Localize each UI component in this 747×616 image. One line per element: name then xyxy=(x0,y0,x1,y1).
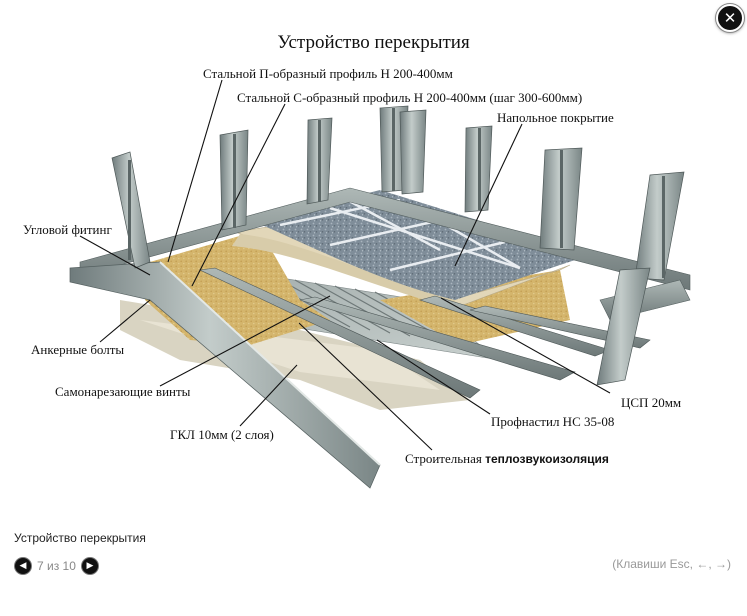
next-image-button[interactable]: ▶ xyxy=(81,558,98,574)
keyboard-hint: (Клавиши Esc, ←, →) xyxy=(612,557,731,571)
floor-structure-image: Устройство перекрытия Стальной П-образны… xyxy=(23,32,691,489)
close-icon: ✕ xyxy=(723,9,737,27)
label-self-tapping-screws: Самонарезающие винты xyxy=(55,384,191,399)
label-insulation-part2: теплозвукоизоляция xyxy=(485,452,609,466)
label-profnastil: Профнастил НС 35-08 xyxy=(491,414,615,429)
label-c-profile: Стальной С-образный профиль Н 200-400мм … xyxy=(237,90,583,105)
label-insulation-part1: Строительная xyxy=(405,451,482,466)
figure-title: Устройство перекрытия xyxy=(277,32,470,53)
label-floor-covering: Напольное покрытие xyxy=(497,110,614,125)
arrow-right-icon: ▶ xyxy=(86,561,94,571)
floor-structure-drawing xyxy=(69,79,691,489)
previous-image-button[interactable]: ◀ xyxy=(15,558,31,574)
image-caption: Устройство перекрытия xyxy=(14,531,146,545)
close-button[interactable]: ✕ xyxy=(716,4,744,32)
label-gkl: ГКЛ 10мм (2 слоя) xyxy=(170,427,274,442)
label-anchor-bolts: Анкерные болты xyxy=(31,342,125,357)
gallery-navigation: ◀ 7 из 10 ▶ xyxy=(15,556,98,576)
arrow-left-icon: ◀ xyxy=(19,561,27,571)
label-p-profile: Стальной П-образный профиль Н 200-400мм xyxy=(203,66,453,81)
label-corner-fitting: Угловой фитинг xyxy=(23,222,112,237)
label-tssp: ЦСП 20мм xyxy=(621,395,682,410)
image-counter: 7 из 10 xyxy=(37,559,76,573)
label-insulation: Строительная теплозвукоизоляция xyxy=(405,451,609,467)
